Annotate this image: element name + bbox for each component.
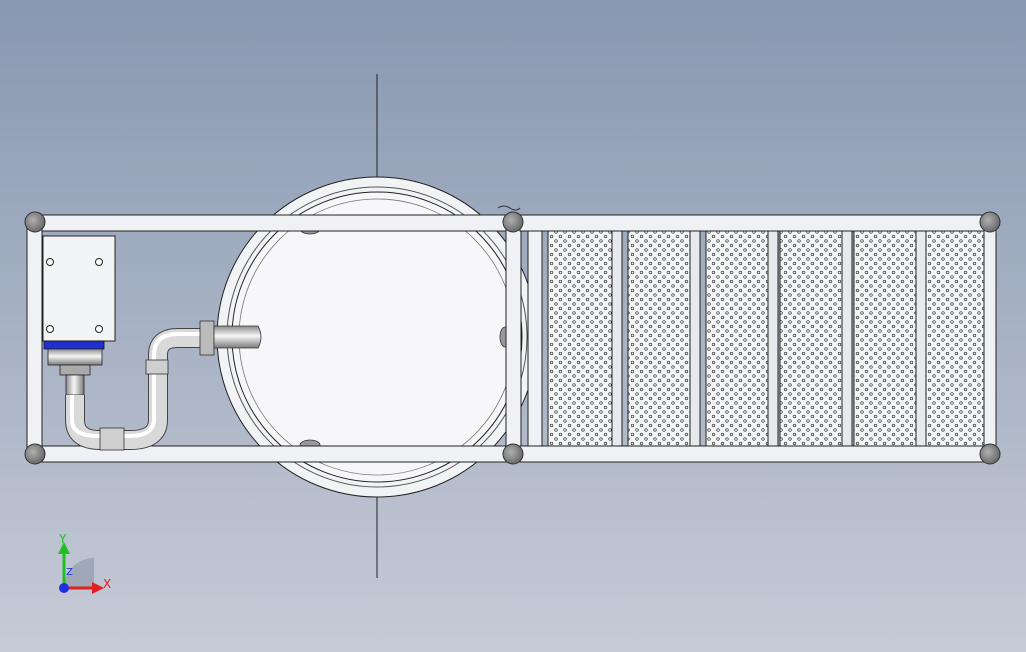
filter-panel[interactable] bbox=[547, 230, 613, 447]
coordinate-triad[interactable] bbox=[58, 542, 104, 594]
triad-x-label: X bbox=[103, 577, 112, 591]
filter-panel[interactable] bbox=[779, 230, 843, 447]
triad-y-label: Y bbox=[59, 532, 67, 546]
filter-panel[interactable] bbox=[925, 230, 985, 447]
triad-z-label: Z bbox=[66, 567, 73, 578]
pump-box[interactable] bbox=[42, 235, 116, 342]
filter-panel[interactable] bbox=[705, 230, 769, 447]
part-mark bbox=[497, 205, 521, 211]
filter-panel[interactable] bbox=[853, 230, 917, 447]
pump-motor[interactable] bbox=[43, 340, 105, 396]
right-frame[interactable] bbox=[519, 214, 997, 463]
filter-panel[interactable] bbox=[627, 230, 691, 447]
outlet-pipe[interactable] bbox=[65, 320, 262, 451]
frame-joints bbox=[24, 211, 1001, 465]
filter-panels bbox=[547, 230, 985, 447]
